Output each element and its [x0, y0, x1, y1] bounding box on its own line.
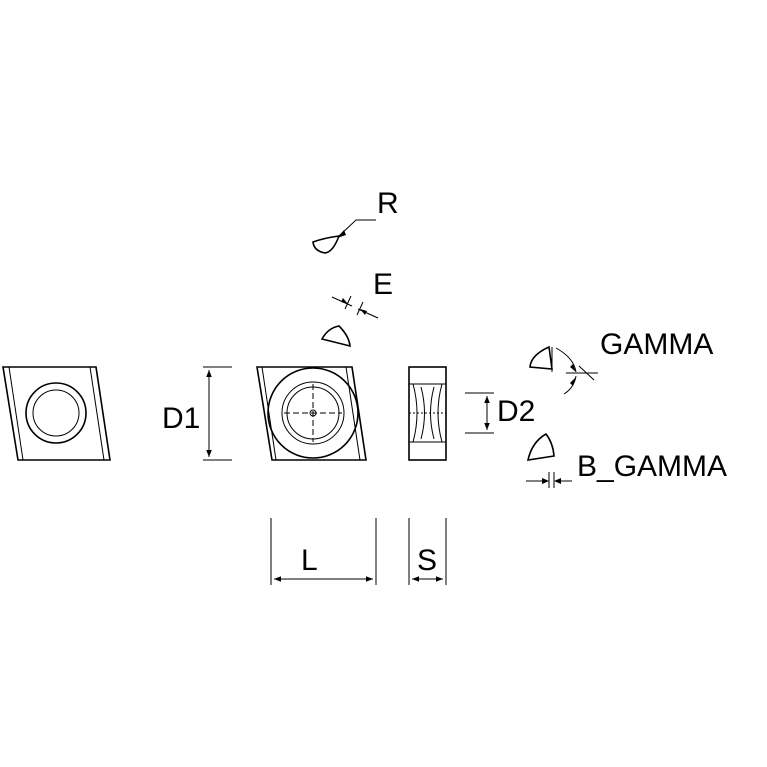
insert-center-view [256, 366, 367, 461]
gamma-detail [529, 345, 598, 395]
b-gamma-label: B_GAMMA [577, 450, 727, 483]
insert-left-view [2, 366, 111, 461]
b-gamma-detail [526, 432, 572, 488]
d2-dimension [465, 392, 494, 434]
d1-dimension [203, 366, 232, 461]
s-label: S [417, 544, 437, 577]
d1-label: D1 [162, 402, 200, 435]
d2-label: D2 [497, 395, 535, 428]
e-detail [320, 295, 379, 348]
e-label: E [373, 268, 393, 301]
gamma-label: GAMMA [600, 328, 713, 361]
r-label: R [377, 187, 399, 220]
l-dimension [270, 518, 377, 585]
insert-side-view [408, 366, 447, 461]
s-dimension [408, 518, 447, 585]
r-detail [312, 219, 376, 254]
l-label: L [301, 544, 318, 577]
